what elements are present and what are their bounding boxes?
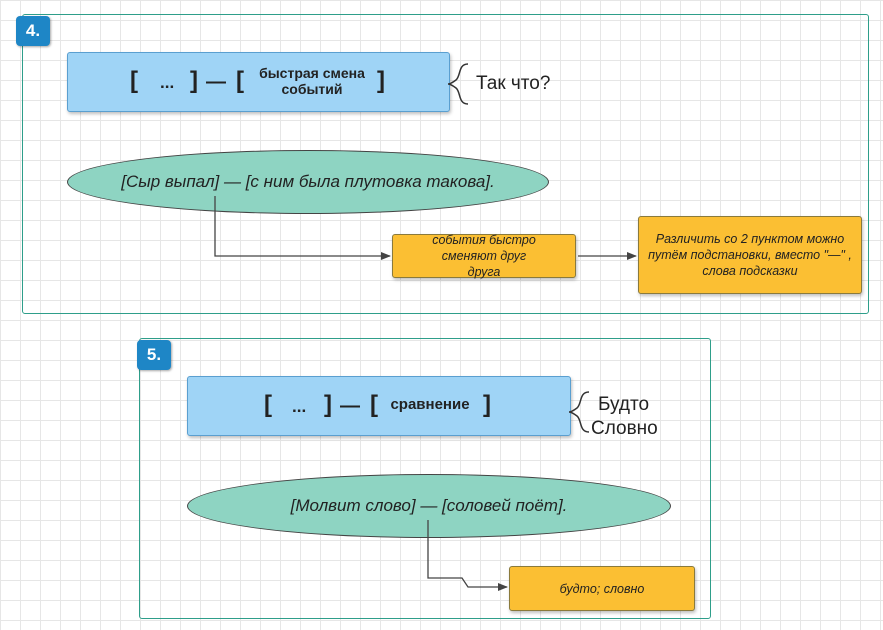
section-5-panel bbox=[139, 338, 711, 619]
close-bracket: ] bbox=[377, 67, 385, 94]
close-bracket: ] bbox=[483, 391, 491, 418]
scheme-dash: — bbox=[340, 395, 360, 417]
section-4-scheme-box: [ ... ] — [ быстрая смена событий ] bbox=[67, 52, 450, 112]
close-bracket: ] bbox=[324, 391, 332, 418]
open-bracket: [ bbox=[130, 67, 138, 94]
section-5-example-oval: [Молвит слово] — [соловей поёт]. bbox=[187, 474, 671, 538]
curly-brace-icon bbox=[447, 63, 469, 105]
scheme-dash: — bbox=[206, 71, 226, 93]
section-5-brace-label-1: Будто bbox=[598, 394, 650, 415]
scheme-caption: сравнение bbox=[390, 396, 470, 413]
section-5-brace-label-2: Словно bbox=[591, 418, 658, 439]
section-4-brace-label: Так что? bbox=[476, 73, 551, 94]
connector-arrow bbox=[214, 196, 391, 260]
section-4-panel bbox=[22, 14, 869, 314]
connector-arrow bbox=[427, 520, 508, 591]
curly-brace-icon bbox=[568, 391, 590, 433]
open-bracket: [ bbox=[370, 391, 378, 418]
scheme-dots: ... bbox=[160, 73, 175, 92]
section-4-number-badge: 4. bbox=[16, 16, 50, 46]
close-bracket: ] bbox=[190, 67, 198, 94]
section-4-meaning-note: события быстро сменяют друг друга bbox=[392, 233, 576, 279]
open-bracket: [ bbox=[236, 67, 244, 94]
section-5-scheme-box: [ ... ] — [ сравнение ] bbox=[187, 376, 571, 436]
scheme-caption: быстрая смена событий bbox=[259, 65, 365, 97]
open-bracket: [ bbox=[264, 391, 272, 418]
section-5-number-badge: 5. bbox=[137, 340, 171, 370]
scheme-dots: ... bbox=[292, 397, 307, 416]
section-4-example-oval: [Сыр выпал] — [с ним была плутовка таков… bbox=[67, 150, 549, 214]
section-4-hint-note: Различить со 2 пунктом можно путём подст… bbox=[638, 216, 862, 294]
section-5-meaning-note: будто; словно bbox=[509, 566, 695, 611]
